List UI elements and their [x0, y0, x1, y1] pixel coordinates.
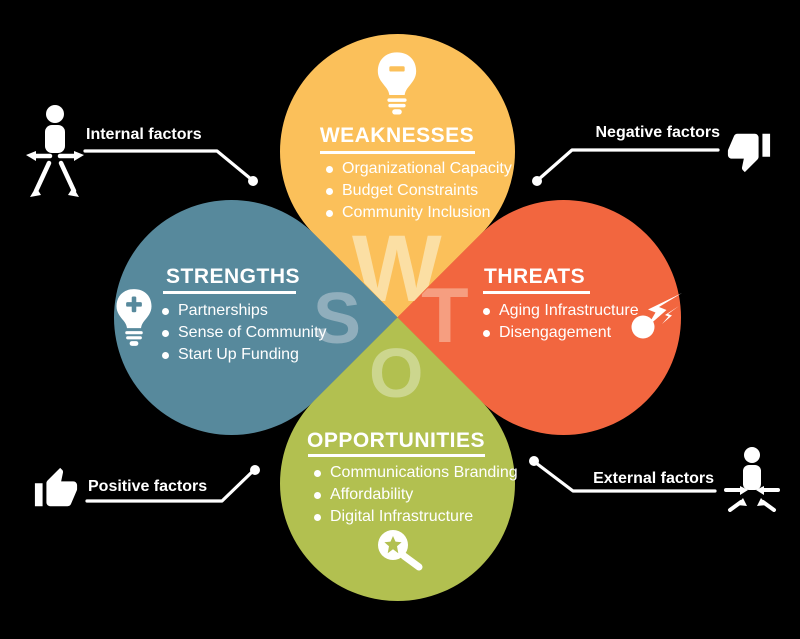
person-arrows-in-icon	[722, 446, 780, 512]
list-item: Budget Constraints	[326, 180, 512, 202]
threats-title: THREATS	[484, 265, 586, 288]
negative-factors-label: Negative factors	[595, 124, 721, 141]
strengths-title-underline	[163, 291, 296, 294]
thumbs-up-icon	[33, 466, 79, 512]
weaknesses-title: WEAKNESSES	[319, 124, 475, 147]
list-item: Communications Branding	[314, 462, 518, 484]
opportunities-list: Communications Branding Affordability Di…	[314, 462, 518, 528]
connector-dot	[250, 465, 260, 475]
strengths-title: STRENGTHS	[166, 265, 301, 288]
positive-factors-label: Positive factors	[88, 478, 208, 495]
center-letter-t: T	[421, 271, 469, 359]
list-item: Sense of Community	[162, 322, 327, 344]
threats-title-underline	[483, 291, 590, 294]
list-item: Disengagement	[483, 322, 639, 344]
connector-line-negative	[537, 148, 720, 181]
list-item: Partnerships	[162, 300, 327, 322]
connector-dot	[532, 176, 542, 186]
list-item: Organizational Capacity	[326, 158, 512, 180]
threats-list: Aging Infrastructure Disengagement	[483, 300, 639, 344]
list-item: Aging Infrastructure	[483, 300, 639, 322]
list-item: Affordability	[314, 484, 518, 506]
center-letter-s: S	[313, 279, 362, 359]
opportunities-title: OPPORTUNITIES	[306, 429, 486, 452]
connector-line-internal	[83, 149, 253, 181]
weaknesses-list: Organizational Capacity Budget Constrain…	[326, 158, 512, 224]
lightning-bolt-icon	[630, 292, 684, 340]
connector-dot	[248, 176, 258, 186]
list-item: Start Up Funding	[162, 344, 327, 366]
center-letter-o: O	[369, 334, 424, 412]
lightbulb-minus-icon	[374, 50, 420, 118]
opportunities-title-underline	[308, 454, 485, 457]
list-item: Community Inclusion	[326, 202, 512, 224]
internal-factors-label: Internal factors	[86, 126, 202, 143]
thumbs-down-icon	[726, 128, 772, 174]
lightbulb-plus-icon	[113, 287, 155, 349]
list-item: Digital Infrastructure	[314, 506, 518, 528]
connector-dot	[529, 456, 539, 466]
weaknesses-title-underline	[320, 151, 475, 154]
external-factors-label: External factors	[593, 470, 714, 487]
strengths-list: Partnerships Sense of Community Start Up…	[162, 300, 327, 366]
magnifier-star-icon	[373, 527, 425, 571]
person-arrows-out-icon	[26, 103, 88, 203]
